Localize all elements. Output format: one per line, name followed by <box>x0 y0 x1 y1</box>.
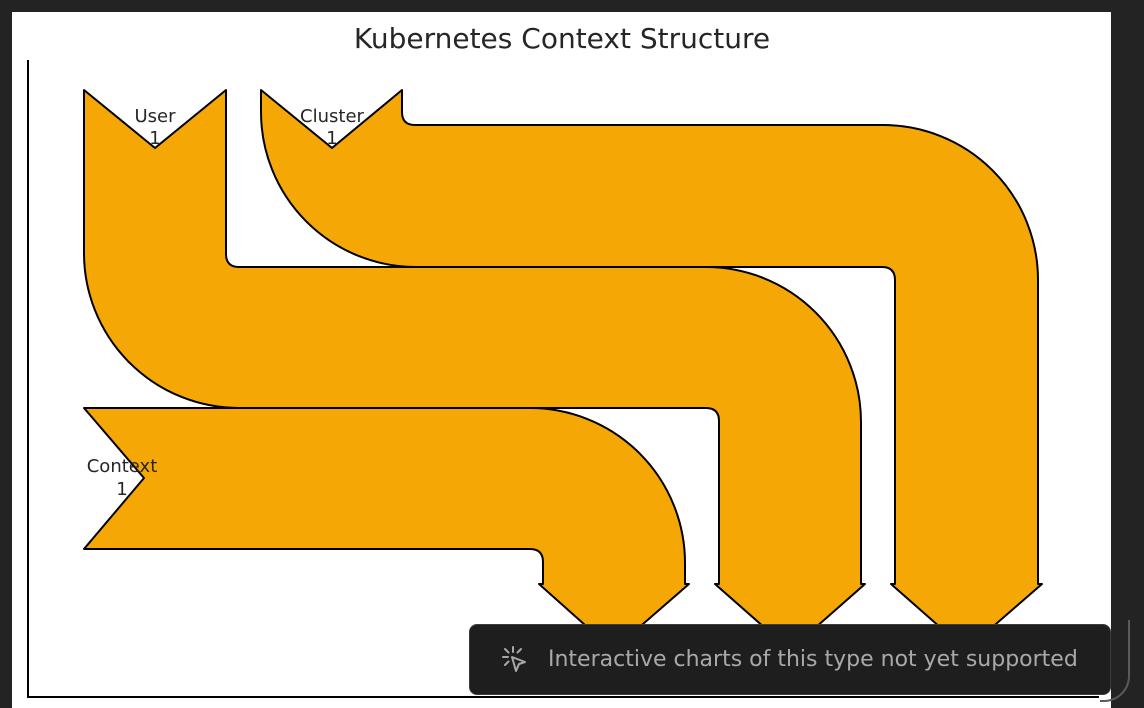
right-rail <box>1111 0 1144 708</box>
node-value-user: 1 <box>149 128 160 149</box>
chart-canvas: Kubernetes Context Structure User 1 Clus… <box>12 12 1111 708</box>
sankey-flow-context <box>83 407 690 651</box>
sparkle-cursor-icon <box>502 645 526 672</box>
chart-frame-axes <box>27 60 1099 698</box>
node-value-context: 1 <box>116 479 127 500</box>
node-label-context: Context <box>87 456 158 477</box>
unsupported-chart-toast: Interactive charts of this type not yet … <box>469 624 1111 695</box>
toast-message: Interactive charts of this type not yet … <box>548 647 1078 672</box>
node-value-cluster: 1 <box>326 128 337 149</box>
chart-title: Kubernetes Context Structure <box>354 22 770 55</box>
node-label-cluster: Cluster <box>300 106 364 127</box>
sankey-chart: Kubernetes Context Structure User 1 Clus… <box>27 22 1099 698</box>
sankey-flows <box>83 89 1043 651</box>
sankey-flow-cluster <box>260 89 1043 651</box>
node-label-user: User <box>134 106 176 127</box>
